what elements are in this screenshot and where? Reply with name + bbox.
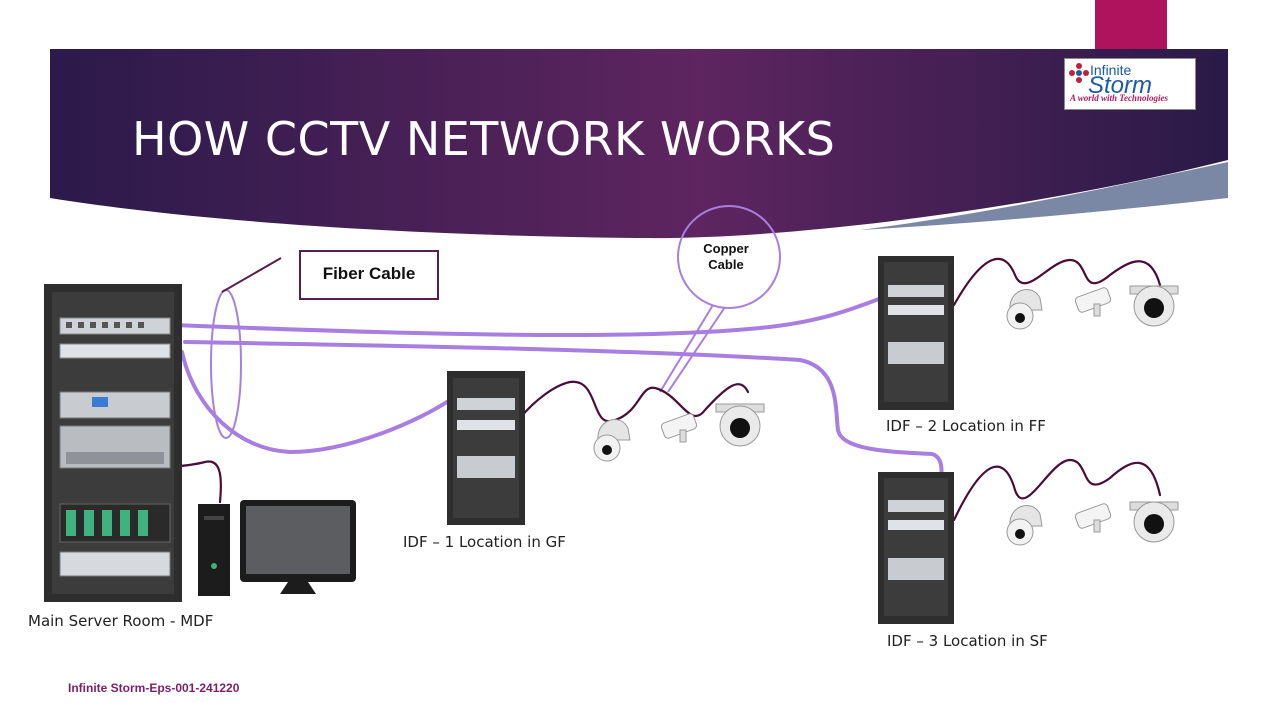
ptz-camera-icon	[1006, 288, 1043, 330]
dome-camera-icon	[715, 403, 765, 447]
idf3-rack-icon	[878, 472, 954, 624]
idf2-rack-icon	[878, 256, 954, 410]
copper-callout-circle	[677, 205, 781, 309]
fiber-callout-ellipse	[210, 289, 242, 439]
bullet-camera-icon	[660, 413, 698, 443]
fiber-cable-label: Fiber Cable	[322, 264, 416, 283]
fiber-cable-to-idf3	[183, 340, 944, 502]
logo-line2: Storm	[1088, 72, 1153, 99]
idf1-label: IDF – 1 Location in GF	[403, 533, 566, 551]
footer-code: Infinite Storm-Eps-001-241220	[68, 681, 240, 695]
fiber-callout-leader	[221, 257, 282, 293]
dome-camera-icon	[1129, 501, 1179, 543]
copper-label-line1: Copper	[703, 241, 749, 256]
copper-cables	[126, 257, 1162, 522]
ptz-camera-icon	[593, 418, 631, 462]
logo-flower-icon	[1069, 63, 1089, 83]
logo-line1: Infinite	[1090, 62, 1132, 78]
copper-callout-leader-1	[659, 304, 714, 393]
monitor-icon	[240, 500, 356, 594]
computer-tower-icon	[198, 504, 230, 596]
banner-swoosh	[860, 162, 1228, 230]
copper-cable-label: Copper Cable	[682, 241, 770, 273]
fiber-cable-to-idf2	[173, 279, 946, 338]
copper-cable-idf3	[952, 458, 1162, 522]
logo-tagline: A world with Technologies	[1070, 93, 1168, 103]
fiber-cable-callout	[299, 250, 439, 300]
mdf-server-rack-icon	[44, 284, 182, 602]
slide-title: HOW CCTV NETWORK WORKS	[132, 112, 836, 166]
dome-camera-icon	[1129, 285, 1179, 327]
copper-label-line2: Cable	[708, 257, 744, 272]
copper-cable-idf1	[518, 380, 750, 423]
fiber-cables	[173, 279, 946, 502]
bullet-camera-icon	[1074, 503, 1112, 533]
ptz-camera-icon	[1006, 504, 1043, 546]
title-banner	[50, 49, 1228, 239]
bullet-camera-icon	[1074, 287, 1112, 317]
idf3-label: IDF – 3 Location in SF	[887, 632, 1048, 650]
idf2-label: IDF – 2 Location in FF	[886, 417, 1046, 435]
copper-cable-idf2	[952, 257, 1162, 307]
mdf-label: Main Server Room - MDF	[28, 612, 214, 630]
company-logo	[1064, 58, 1196, 110]
copper-callout-leader-2	[667, 306, 726, 393]
idf1-rack-icon	[447, 371, 525, 525]
